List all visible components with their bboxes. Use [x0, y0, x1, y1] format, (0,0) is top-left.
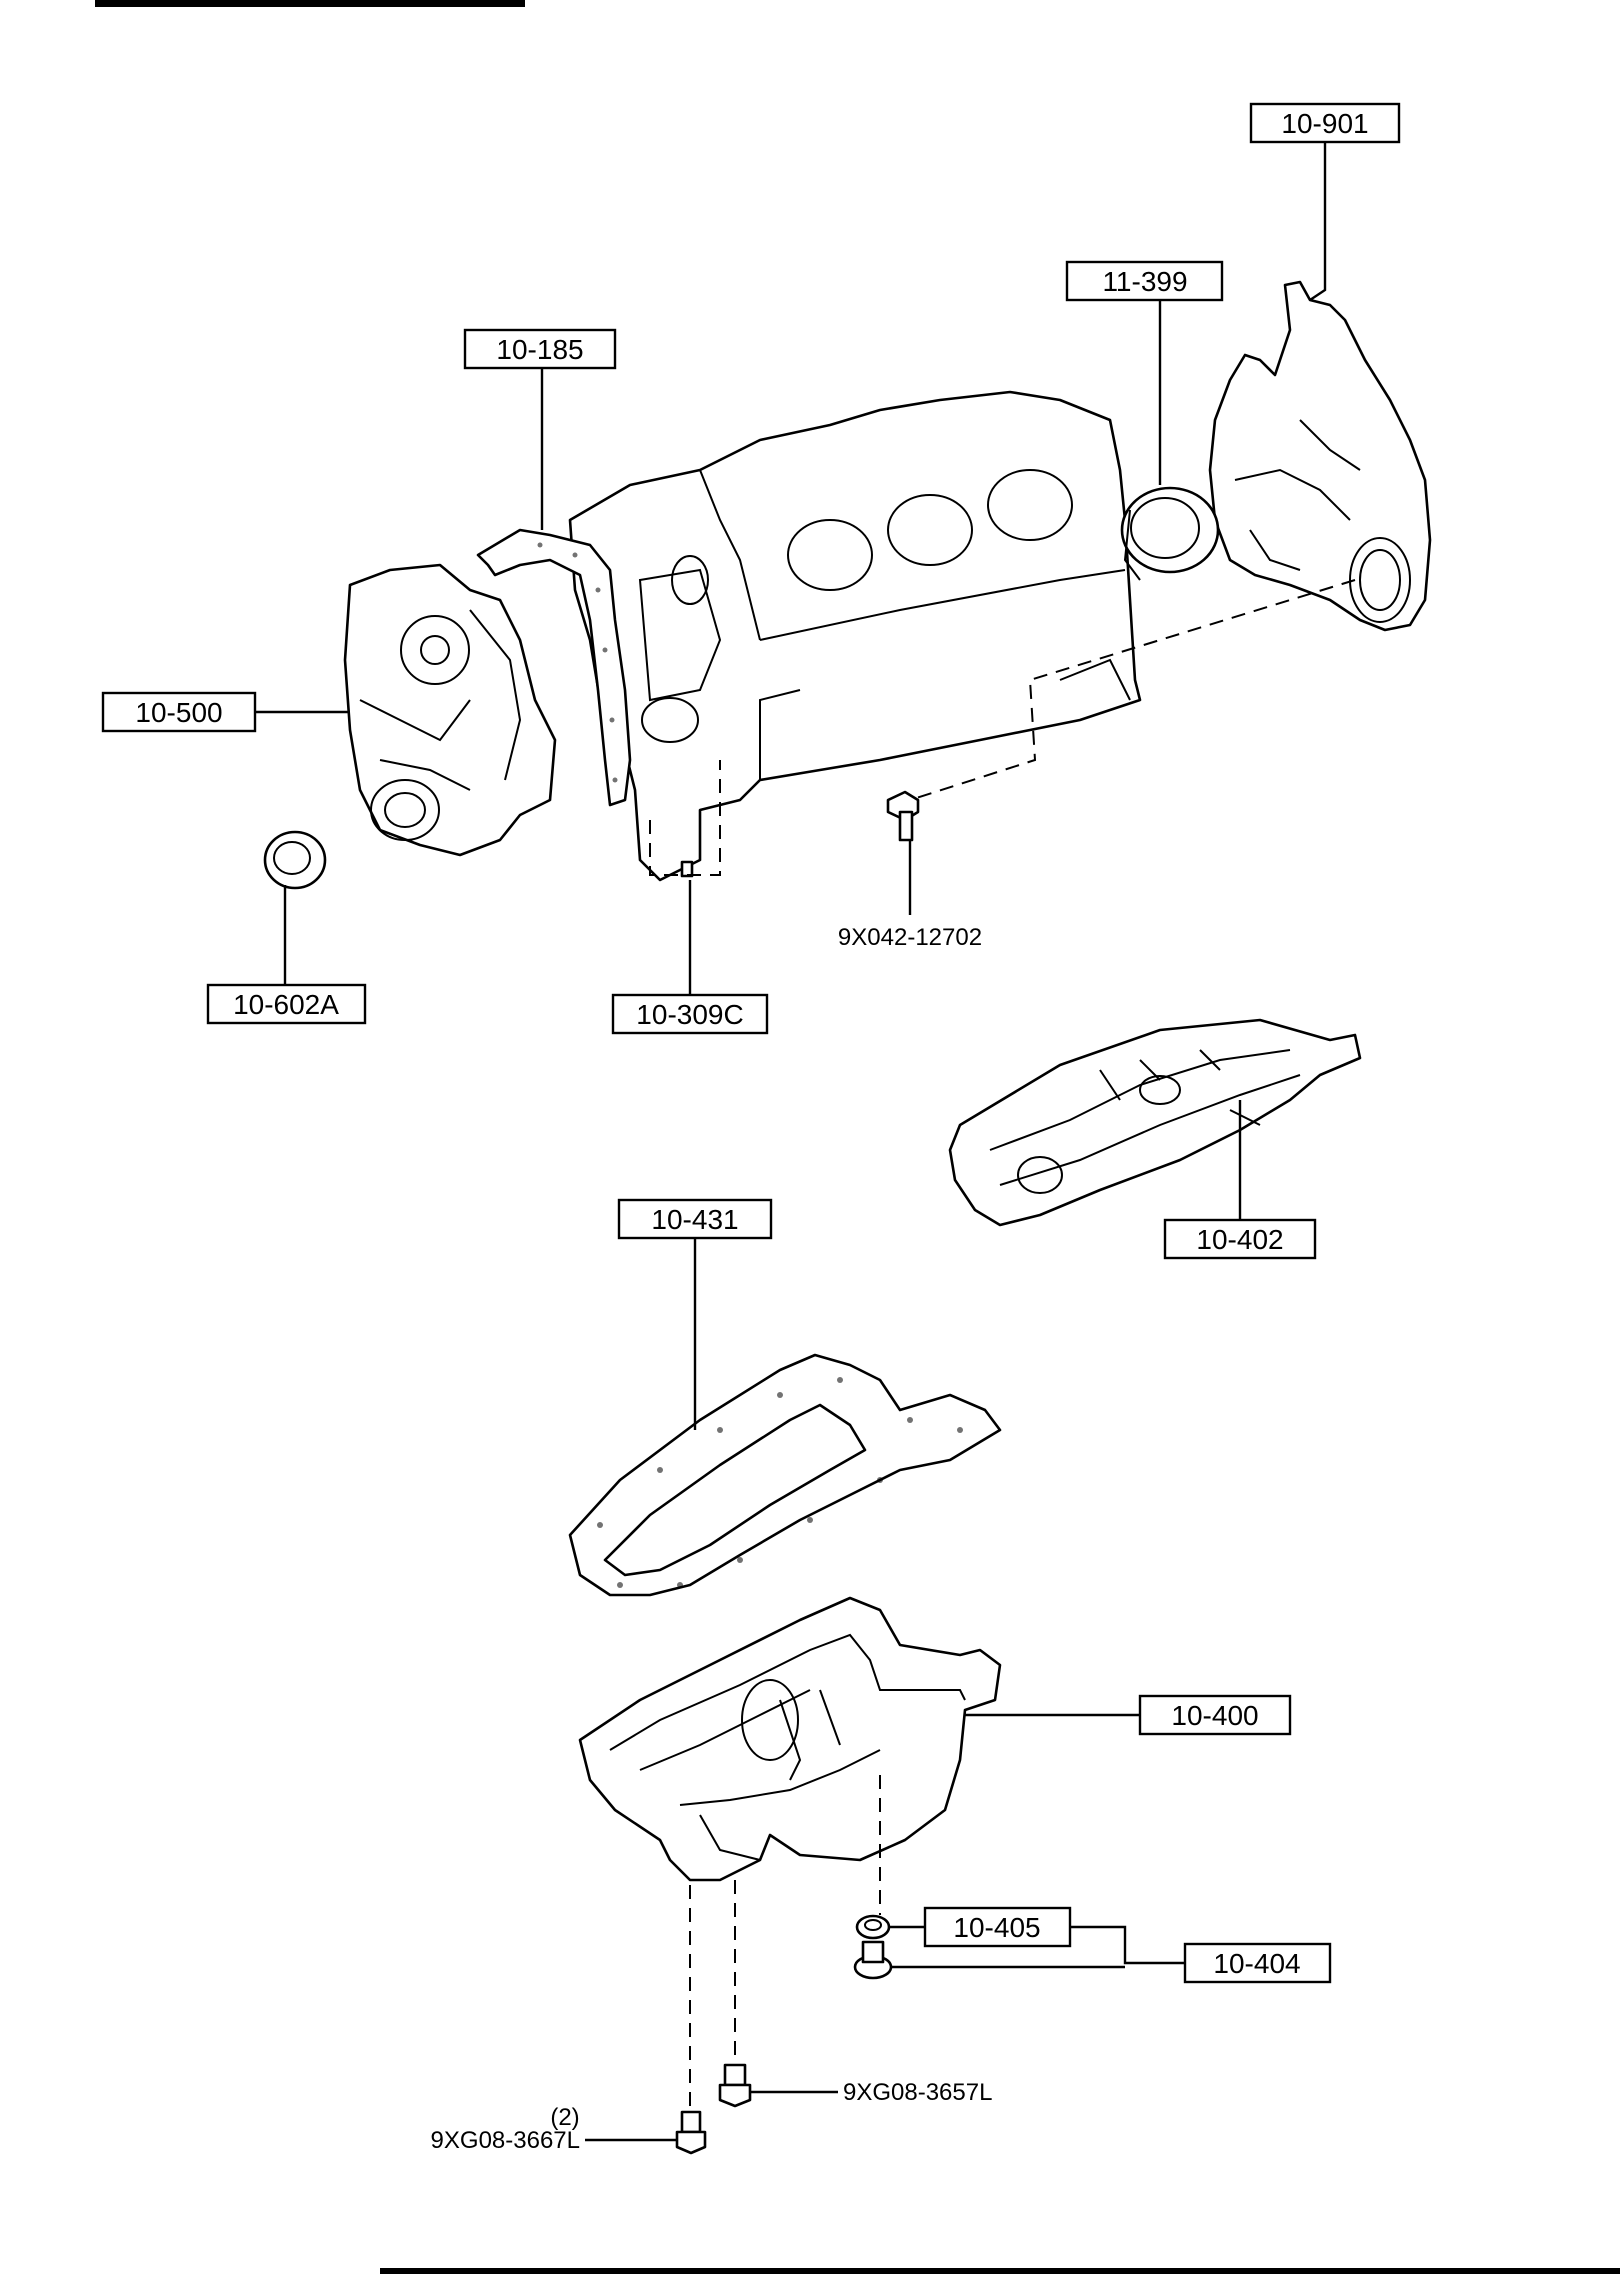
label-10-402: 10-402 [1163, 1218, 1317, 1260]
label-10-400: 10-400 [1138, 1694, 1292, 1736]
engine-block-illustration [568, 390, 1142, 882]
rear-seal-illustration [1120, 486, 1220, 581]
label-9XG08-3657L: 9XG08-3657L [843, 2079, 992, 2106]
label-10-500: 10-500 [101, 691, 257, 733]
svg-text:10-185: 10-185 [496, 334, 583, 365]
label-10-901: 10-901 [1249, 102, 1401, 144]
label-10-185: 10-185 [463, 328, 617, 370]
label-qty-2: (2) [550, 2104, 579, 2131]
label-10-431: 10-431 [617, 1198, 773, 1240]
oil-pan-illustration [578, 1596, 1002, 1882]
svg-text:10-901: 10-901 [1281, 108, 1368, 139]
svg-text:10-431: 10-431 [651, 1204, 738, 1235]
svg-text:10-400: 10-400 [1171, 1700, 1258, 1731]
svg-text:10-602A: 10-602A [233, 989, 339, 1020]
rear-plate-illustration [1208, 280, 1432, 632]
svg-text:10-309C: 10-309C [636, 999, 743, 1030]
svg-text:10-402: 10-402 [1196, 1224, 1283, 1255]
alignment-lines [649, 579, 1356, 2110]
pan-bolt-3657L-illustration [718, 2063, 752, 2108]
leader-lines [255, 142, 1327, 2142]
drain-washer-illustration [855, 1914, 891, 1940]
label-9XG08-3667L: 9XG08-3667L [431, 2127, 580, 2154]
bottom-edge-bar [380, 2268, 1620, 2274]
label-11-399: 11-399 [1065, 260, 1224, 302]
top-edge-bar [95, 0, 525, 7]
svg-text:10-405: 10-405 [953, 1912, 1040, 1943]
oil-pan-gasket-illustration [568, 1353, 1002, 1597]
dowel-pin-illustration [680, 860, 694, 878]
label-10-404: 10-404 [1183, 1942, 1332, 1984]
svg-text:11-399: 11-399 [1102, 266, 1187, 297]
svg-text:10-500: 10-500 [135, 697, 222, 728]
cover-gasket-illustration [476, 528, 632, 807]
pan-bolt-3667L-illustration [675, 2110, 707, 2155]
label-9X042-12702: 9X042-12702 [838, 924, 982, 951]
front-seal-illustration [263, 830, 327, 890]
front-cover-illustration [343, 563, 557, 857]
label-10-602A: 10-602A [206, 983, 367, 1025]
svg-text:10-404: 10-404 [1213, 1948, 1300, 1979]
drain-plug-illustration [853, 1940, 893, 1980]
label-10-309C: 10-309C [611, 993, 769, 1035]
block-bolt-illustration [886, 790, 920, 842]
baffle-plate-illustration [948, 1018, 1362, 1227]
label-10-405: 10-405 [923, 1906, 1072, 1948]
